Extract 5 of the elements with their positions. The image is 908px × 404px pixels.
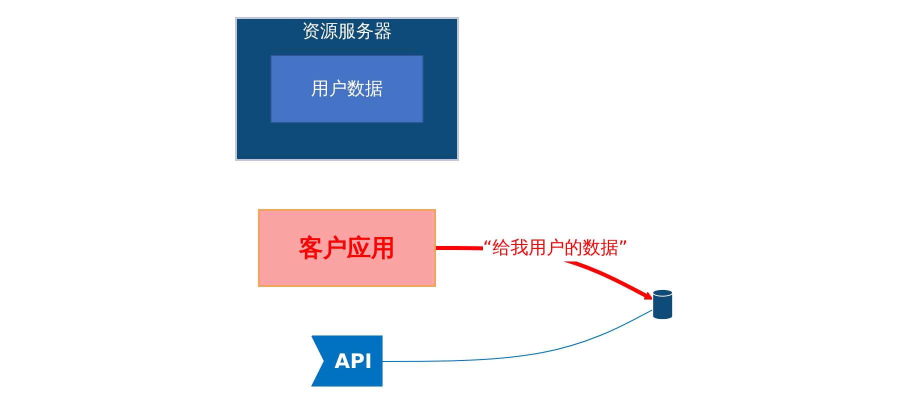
node-box: 用户数据	[270, 55, 424, 123]
edge-label: “给我用户的数据”	[482, 238, 628, 258]
node-box: 客户应用	[258, 209, 436, 287]
node-cylinder	[652, 288, 673, 320]
connector	[382, 309, 653, 362]
